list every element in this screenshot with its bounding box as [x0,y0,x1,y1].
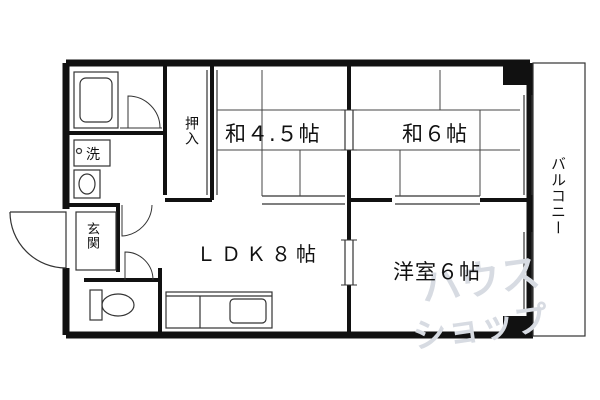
interior-walls [68,65,530,335]
toilet-door [124,251,154,281]
outer-walls [62,59,534,339]
washroom-door [121,204,153,237]
room-label-balcony: バルコニー [549,156,567,236]
room-label-oshiire: 押入 [183,116,199,146]
room-label-washitsu-45: 和４.５帖 [225,122,321,146]
room-label-washitsu-6: 和６帖 [402,122,468,146]
bathtub [73,71,119,129]
pillar-bottom-right [503,316,530,335]
opening-ticks [341,109,357,286]
bath-door [120,95,162,129]
pillar-top-right [503,63,528,85]
wash-basin [73,169,101,199]
toilet [89,289,135,321]
tatami-lines [217,70,520,196]
room-label-washer: 洗 [86,147,100,163]
room-label-yoshitsu: 洋室６帖 [393,260,481,284]
room-label-ldk: ＬＤＫ８帖 [196,242,321,266]
balcony-outline [532,62,586,337]
sliding-doors [206,70,533,310]
room-label-genkan: 玄関 [84,222,99,250]
entrance-door [9,211,67,269]
kitchen-counter [165,291,273,329]
genkan-floor [75,211,117,271]
washer-area [73,139,111,167]
